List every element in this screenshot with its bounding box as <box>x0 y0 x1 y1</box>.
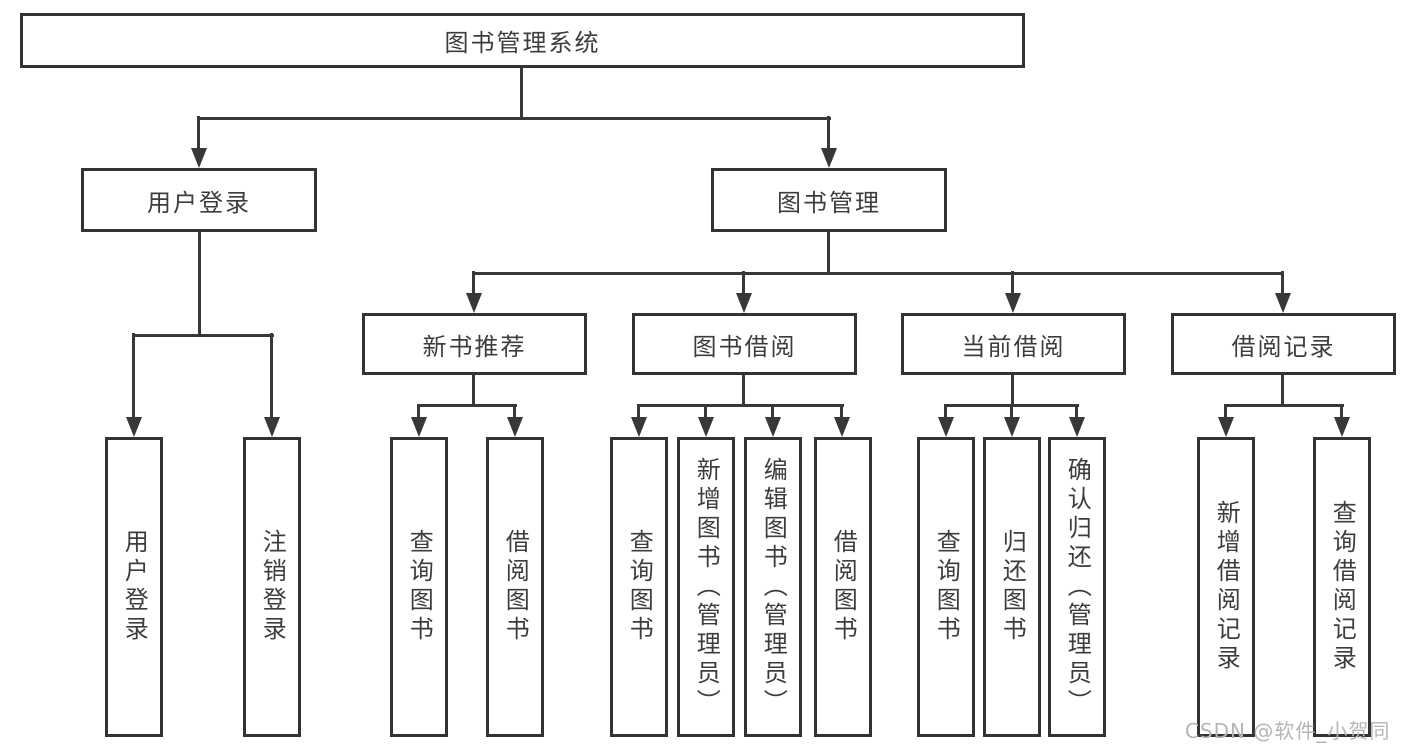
arrow-down-icon <box>191 116 207 168</box>
connector-line <box>1225 404 1344 407</box>
leaf-current-return-books: 归还图书 <box>983 437 1041 737</box>
connector-line <box>520 68 523 118</box>
watermark: CSDN @软件_小贺同学 <box>1185 719 1391 743</box>
node-borrowing-records: 借阅记录 <box>1171 313 1396 375</box>
leaf-recommend-borrow-books: 借阅图书 <box>486 437 544 737</box>
leaf-current-confirm-return-admin: 确认归还（管理员） <box>1048 437 1106 737</box>
leaf-current-query-books: 查询图书 <box>917 437 975 737</box>
node-book-borrowing: 图书借阅 <box>632 313 857 375</box>
node-user-login: 用户登录 <box>81 168 317 232</box>
node-new-book-recommendation: 新书推荐 <box>362 313 587 375</box>
leaf-records-add-borrow-record: 新增借阅记录 <box>1197 437 1255 737</box>
arrow-down-icon <box>698 404 714 437</box>
node-book-management: 图书管理 <box>711 168 947 232</box>
arrow-down-icon <box>264 333 280 437</box>
connector-line <box>472 375 475 406</box>
node-library-management-system: 图书管理系统 <box>20 13 1025 68</box>
leaf-logout: 注销登录 <box>243 437 301 737</box>
connector-line <box>473 272 1284 275</box>
connector-line <box>197 117 831 120</box>
leaf-borrowing-borrow-books: 借阅图书 <box>814 437 872 737</box>
leaf-borrowing-edit-books-admin: 编辑图书（管理员） <box>744 437 802 737</box>
connector-line <box>1281 375 1284 406</box>
arrow-down-icon <box>1005 271 1021 313</box>
arrow-down-icon <box>1334 404 1350 437</box>
arrow-down-icon <box>1069 404 1085 437</box>
leaf-borrowing-query-books: 查询图书 <box>610 437 668 737</box>
arrow-down-icon <box>938 404 954 437</box>
arrow-down-icon <box>507 404 523 437</box>
arrow-down-icon <box>834 404 850 437</box>
connector-line <box>1011 375 1014 406</box>
arrow-down-icon <box>821 116 837 168</box>
connector-line <box>198 231 201 335</box>
arrow-down-icon <box>411 404 427 437</box>
connector-line <box>827 232 830 273</box>
arrow-down-icon <box>1218 404 1234 437</box>
leaf-user-login: 用户登录 <box>105 437 163 737</box>
connector-line <box>132 334 274 337</box>
arrow-down-icon <box>1004 404 1020 437</box>
arrow-down-icon <box>1275 271 1291 313</box>
node-current-borrowing: 当前借阅 <box>901 313 1126 375</box>
connector-line <box>742 375 745 406</box>
arrow-down-icon <box>126 333 142 437</box>
connector-line <box>638 404 844 407</box>
arrow-down-icon <box>736 271 752 313</box>
arrow-down-icon <box>631 404 647 437</box>
leaf-recommend-query-books: 查询图书 <box>390 437 448 737</box>
connector-line <box>418 404 517 407</box>
arrow-down-icon <box>765 404 781 437</box>
arrow-down-icon <box>466 271 482 313</box>
leaf-records-query-borrow-record: 查询借阅记录 <box>1313 437 1371 737</box>
leaf-borrowing-add-books-admin: 新增图书（管理员） <box>677 437 735 737</box>
